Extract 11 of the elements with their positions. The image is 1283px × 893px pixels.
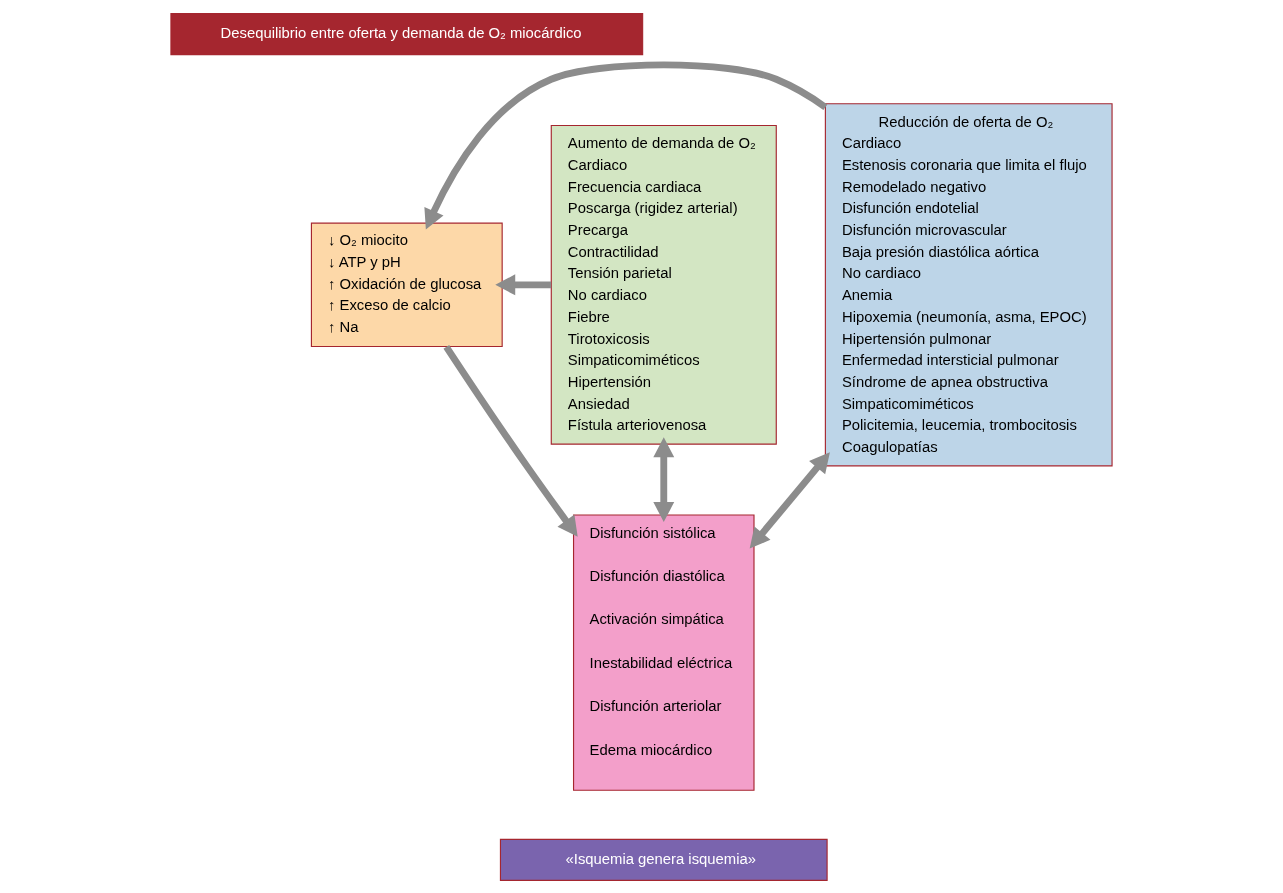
arrow <box>443 344 578 537</box>
arrow <box>495 273 552 295</box>
node-box: Disfunción sistólica Disfunción diastólica Activación simpática Inestabilidad eléctrica Disfunción arteriolar Edema miocárdico <box>572 513 755 791</box>
arrow <box>653 436 675 522</box>
node-box: Aumento de demanda de O₂ Cardiaco Frecuencia cardiaca Poscarga (rigidez arterial) Precarga Contractilidad Tensión parietal No cardiaco Fiebre Tirotoxicosis Simpaticomiméticos Hipertensión Ansiedad Fístula arteriovenosa <box>550 124 777 445</box>
node-box: «Isquemia genera isquemia» <box>499 838 828 881</box>
arrow <box>749 451 830 548</box>
node-box: Reducción de oferta de O₂ Cardiaco Estenosis coronaria que limita el flujo Remodelado negativo Disfunción endotelial Disfunción microvascular Baja presión diastólica aórtica No cardiaco Anemia Hipoxemia (neumonía, asma, EPOC) Hipertensión pulmonar Enfermedad intersticial pulmonar Síndrome de apnea obstructiva Simpaticomiméticos Policitemia, leucemia, trombocitosis Coagulopatías <box>824 102 1113 466</box>
node-box: Desequilibrio entre oferta y demanda de O₂ miocárdico <box>170 12 644 55</box>
node-box: ↓ O₂ miocito ↓ ATP y pH ↑ Oxidación de glucosa ↑ Exceso de calcio ↑ Na <box>310 222 503 347</box>
arrow <box>424 61 828 229</box>
